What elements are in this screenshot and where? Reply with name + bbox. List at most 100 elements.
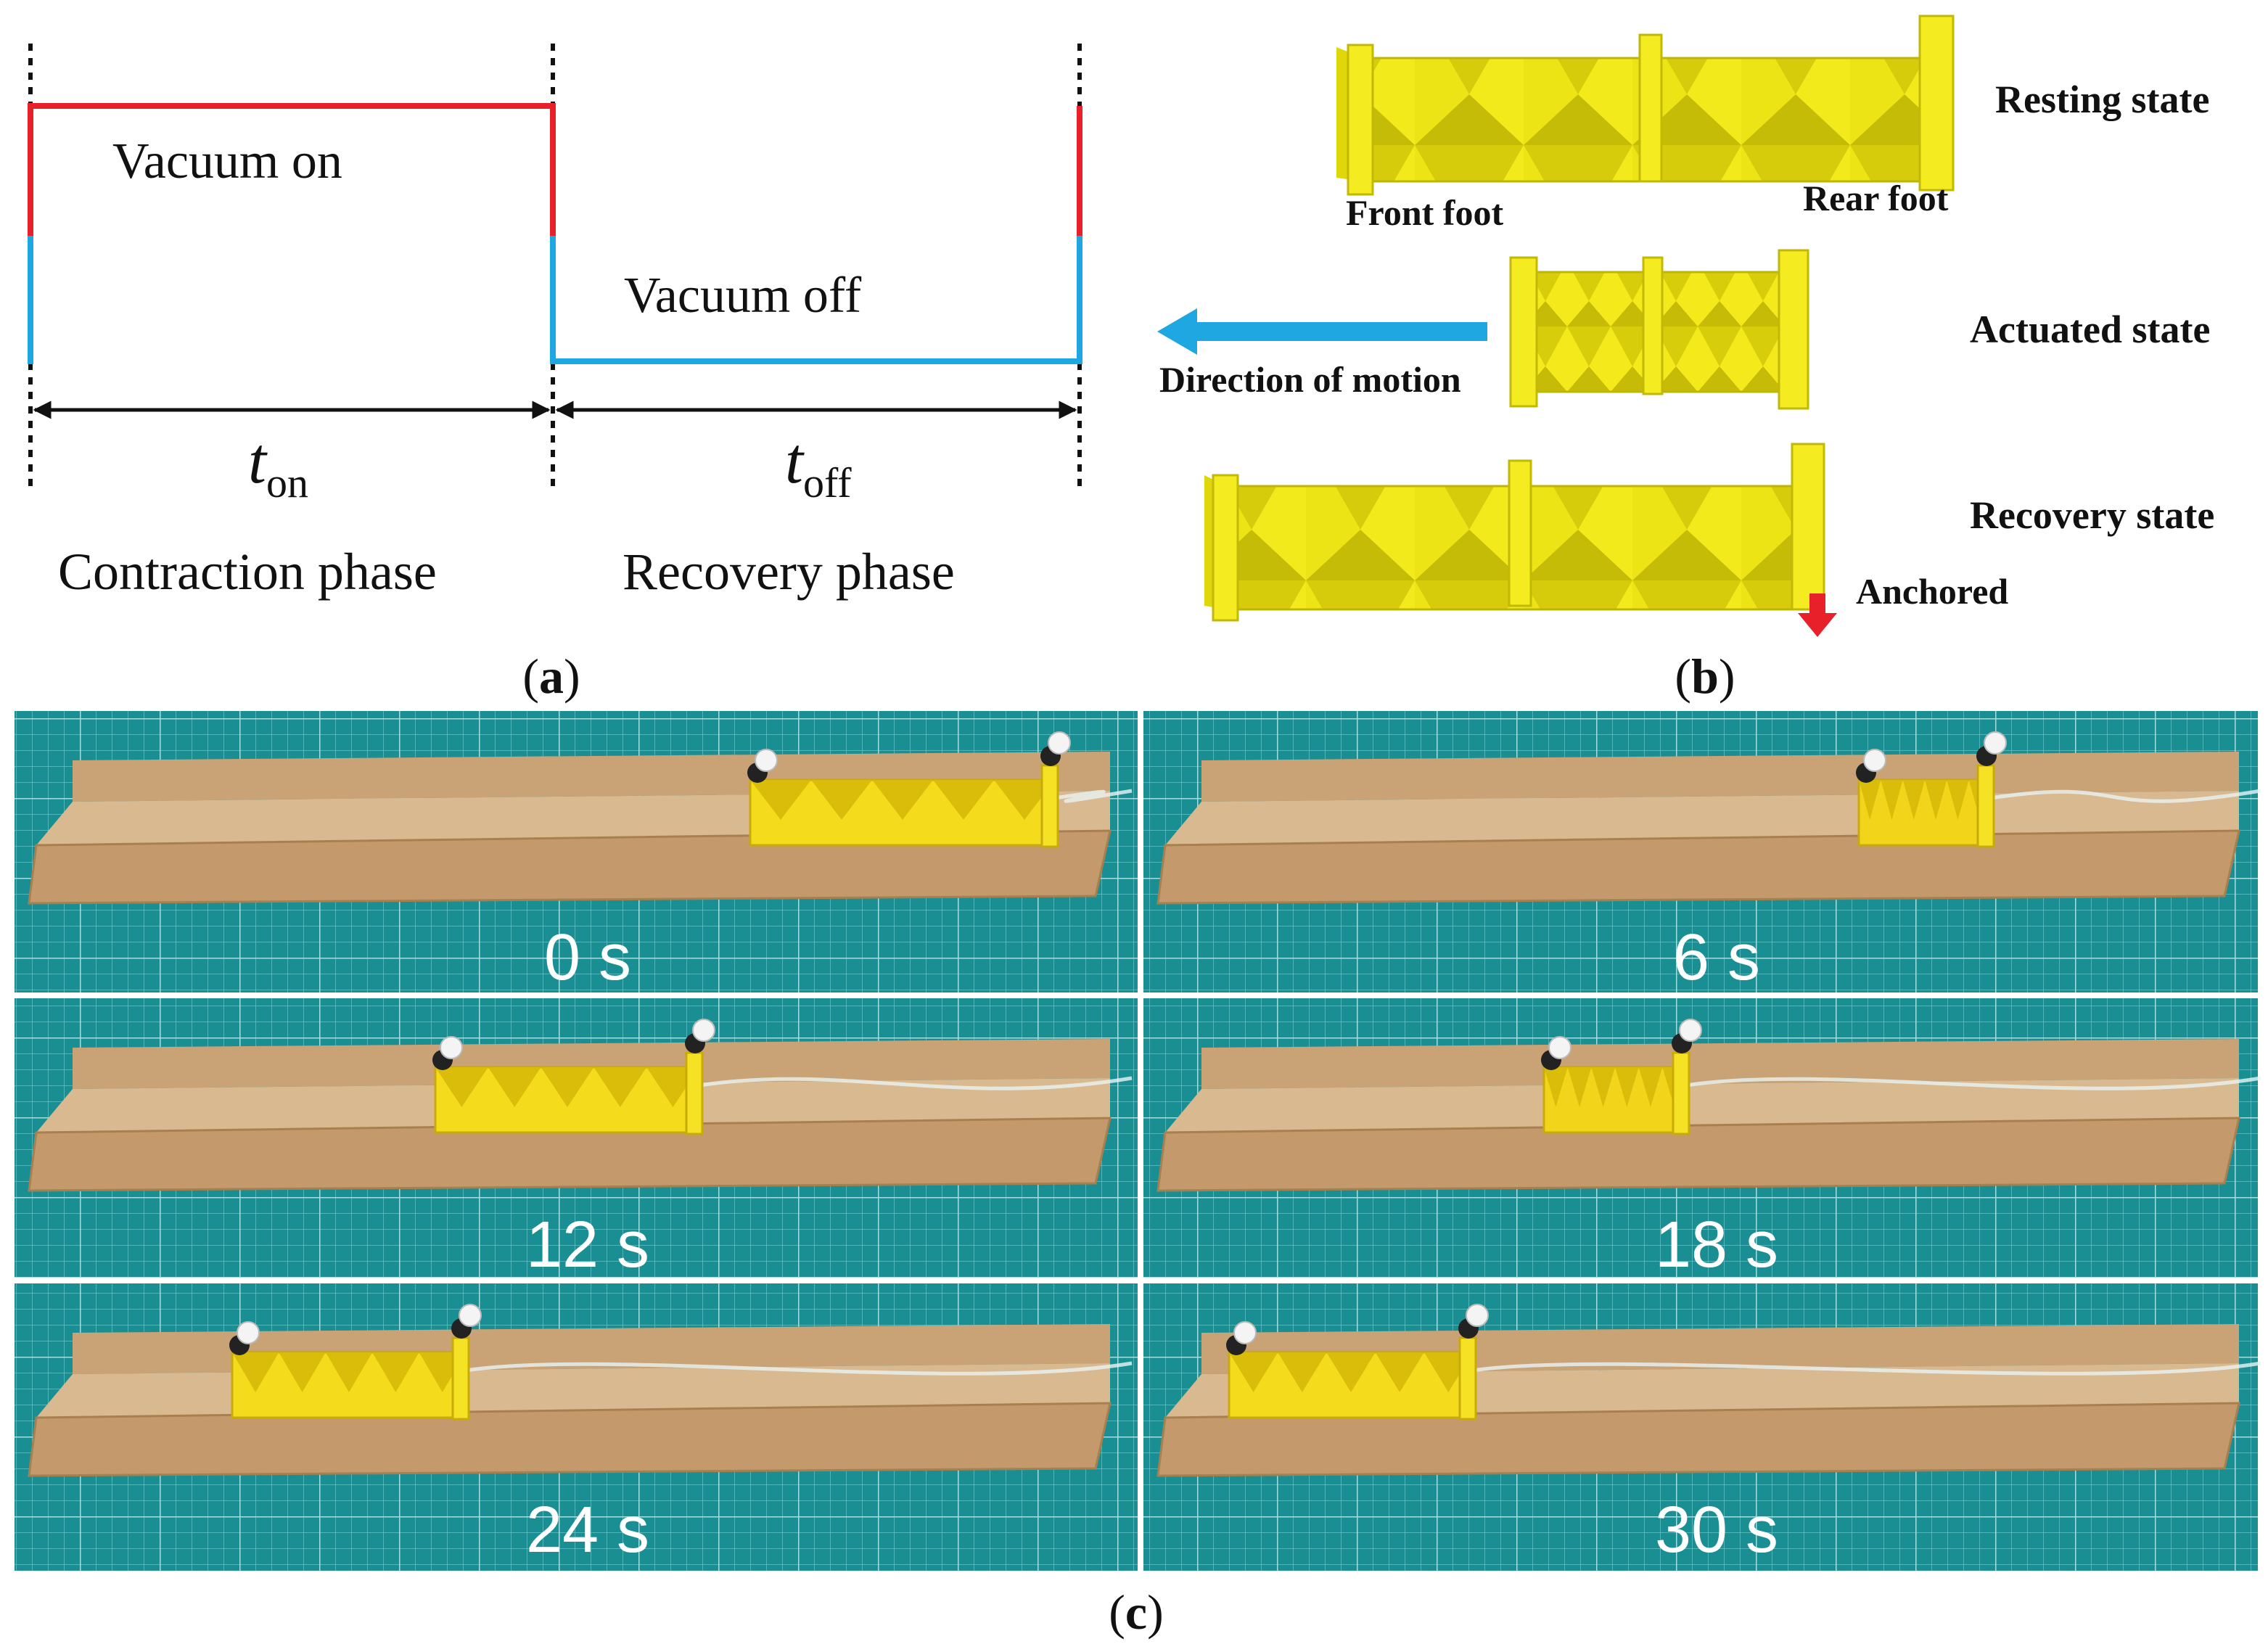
resting-state-label: Resting state [1995, 78, 2209, 121]
robot-fold [1229, 1352, 1278, 1392]
robot-fold [1278, 1352, 1327, 1392]
marker-ball-front [1863, 749, 1886, 772]
frame-time-label: 30 s [1655, 1494, 1778, 1566]
robot-rear-foot [1040, 764, 1059, 848]
frame-time-label: 0 s [544, 921, 631, 994]
frame-time-label: 24 s [526, 1494, 649, 1566]
robot-rear-foot [1672, 1051, 1690, 1135]
marker-ball-rear [1048, 731, 1071, 755]
robot-fold [1375, 1352, 1424, 1392]
marker-ball-rear [1984, 731, 2007, 755]
robot-fold [1591, 1067, 1615, 1107]
channel-front-wall [1156, 1402, 2240, 1477]
air-tube [465, 1361, 1133, 1376]
robot-fold [994, 780, 1055, 820]
robot-fold [372, 1352, 419, 1392]
direction-of-motion-arrowhead [1157, 308, 1197, 355]
robot-fold [593, 1067, 647, 1107]
channel-back-wall [1201, 1039, 2239, 1089]
direction-of-motion-label: Direction of motion [1159, 359, 1461, 400]
panel-a-paren-close: ) [564, 649, 580, 704]
marker-ball-rear [1466, 1304, 1489, 1327]
panel-b-letter: b [1691, 649, 1719, 704]
marker-ball-front [1548, 1036, 1571, 1059]
marker-ball-front [755, 749, 778, 772]
robot-fold [435, 1067, 488, 1107]
photo-frame: 0 s [28, 731, 1133, 994]
robot-fold [279, 1352, 326, 1392]
panel-c-label: (c) [1109, 1585, 1164, 1640]
air-tube [1472, 1361, 2261, 1376]
actuated-robot [1509, 249, 1809, 410]
robot-fold [541, 1067, 594, 1107]
robot-rear-foot [1458, 1336, 1477, 1421]
panel-b-paren-open: ( [1675, 649, 1691, 704]
robot-body [1542, 1066, 1688, 1134]
vacuum-on-label: Vacuum on [112, 133, 342, 189]
t-off-subscript: off [803, 459, 852, 506]
recovery-robot [1204, 443, 1825, 622]
recovery-state-label: Recovery state [1970, 493, 2214, 537]
channel-back-wall [73, 1039, 1110, 1089]
photo-frame: 12 s [28, 1019, 1133, 1281]
anchor-arrow-head [1798, 613, 1837, 637]
air-tube [1685, 1076, 2261, 1090]
robot-rear-foot [451, 1336, 470, 1421]
anchored-label: Anchored [1856, 571, 2008, 612]
robot-fold [232, 1352, 279, 1392]
robot-rear-foot [685, 1051, 704, 1135]
robot-fold [488, 1067, 541, 1107]
vacuum-off-signal [550, 236, 1082, 364]
marker-ball-rear [692, 1019, 715, 1042]
rear-foot-label: Rear foot [1803, 178, 1949, 218]
air-tube [699, 1076, 1133, 1090]
robot-fold [1902, 780, 1925, 820]
panel-c-paren-close: ) [1147, 1585, 1164, 1640]
panel-a-timing-diagram: Vacuum on Vacuum off ton toff Contractio… [28, 44, 1082, 704]
t-on-main: t [248, 425, 268, 497]
robot-fold [872, 780, 933, 820]
robot-fold [1544, 1067, 1568, 1107]
robot-fold [1925, 780, 1947, 820]
panel-c-photo-sequence: 0 s 6 s 12 s 18 s 24 s 30 s (c) [15, 711, 2261, 1640]
air-tube [1990, 789, 2261, 803]
marker-ball-rear [459, 1304, 482, 1327]
contraction-phase-label: Contraction phase [58, 543, 437, 601]
marker-ball-rear [1679, 1019, 1702, 1042]
anchor-arrow-shaft [1809, 593, 1825, 615]
vacuum-off-label: Vacuum off [624, 268, 862, 324]
robot-fold [933, 780, 994, 820]
robot-fold [811, 780, 872, 820]
photo-frame: 18 s [1156, 1019, 2261, 1281]
robot-fold [1881, 780, 1903, 820]
robot-rear-foot [1976, 764, 1995, 848]
panel-b-paren-close: ) [1719, 649, 1735, 704]
channel-floor [1165, 1078, 2239, 1133]
front-foot-label: Front foot [1346, 192, 1503, 233]
photo-frame: 24 s [28, 1304, 1133, 1566]
t-off-symbol: toff [785, 425, 852, 506]
robot-fold [1859, 780, 1881, 820]
channel-front-wall [1156, 1117, 2240, 1192]
robot-fold [1638, 1067, 1663, 1107]
frame-time-label: 12 s [526, 1209, 649, 1281]
frame-time-label: 6 s [1673, 921, 1760, 994]
robot-fold [1947, 780, 1969, 820]
marker-ball-front [237, 1321, 260, 1344]
t-on-symbol: ton [248, 425, 308, 506]
air-tube [1054, 789, 1133, 803]
photo-frame: 30 s [1156, 1304, 2261, 1566]
t-off-main: t [785, 425, 805, 497]
vacuum-on-signal [28, 103, 556, 236]
frame-time-label: 18 s [1655, 1209, 1778, 1281]
panel-a-letter: a [539, 649, 564, 704]
marker-ball-front [1233, 1321, 1257, 1344]
robot-body [1857, 778, 1992, 847]
panel-c-paren-open: ( [1109, 1585, 1125, 1640]
robot-fold [1567, 1067, 1592, 1107]
resting-robot [1336, 15, 1955, 196]
panel-b-label: (b) [1675, 649, 1735, 704]
panel-a-label: (a) [522, 649, 580, 704]
photo-frame: 6 s [1156, 731, 2261, 994]
